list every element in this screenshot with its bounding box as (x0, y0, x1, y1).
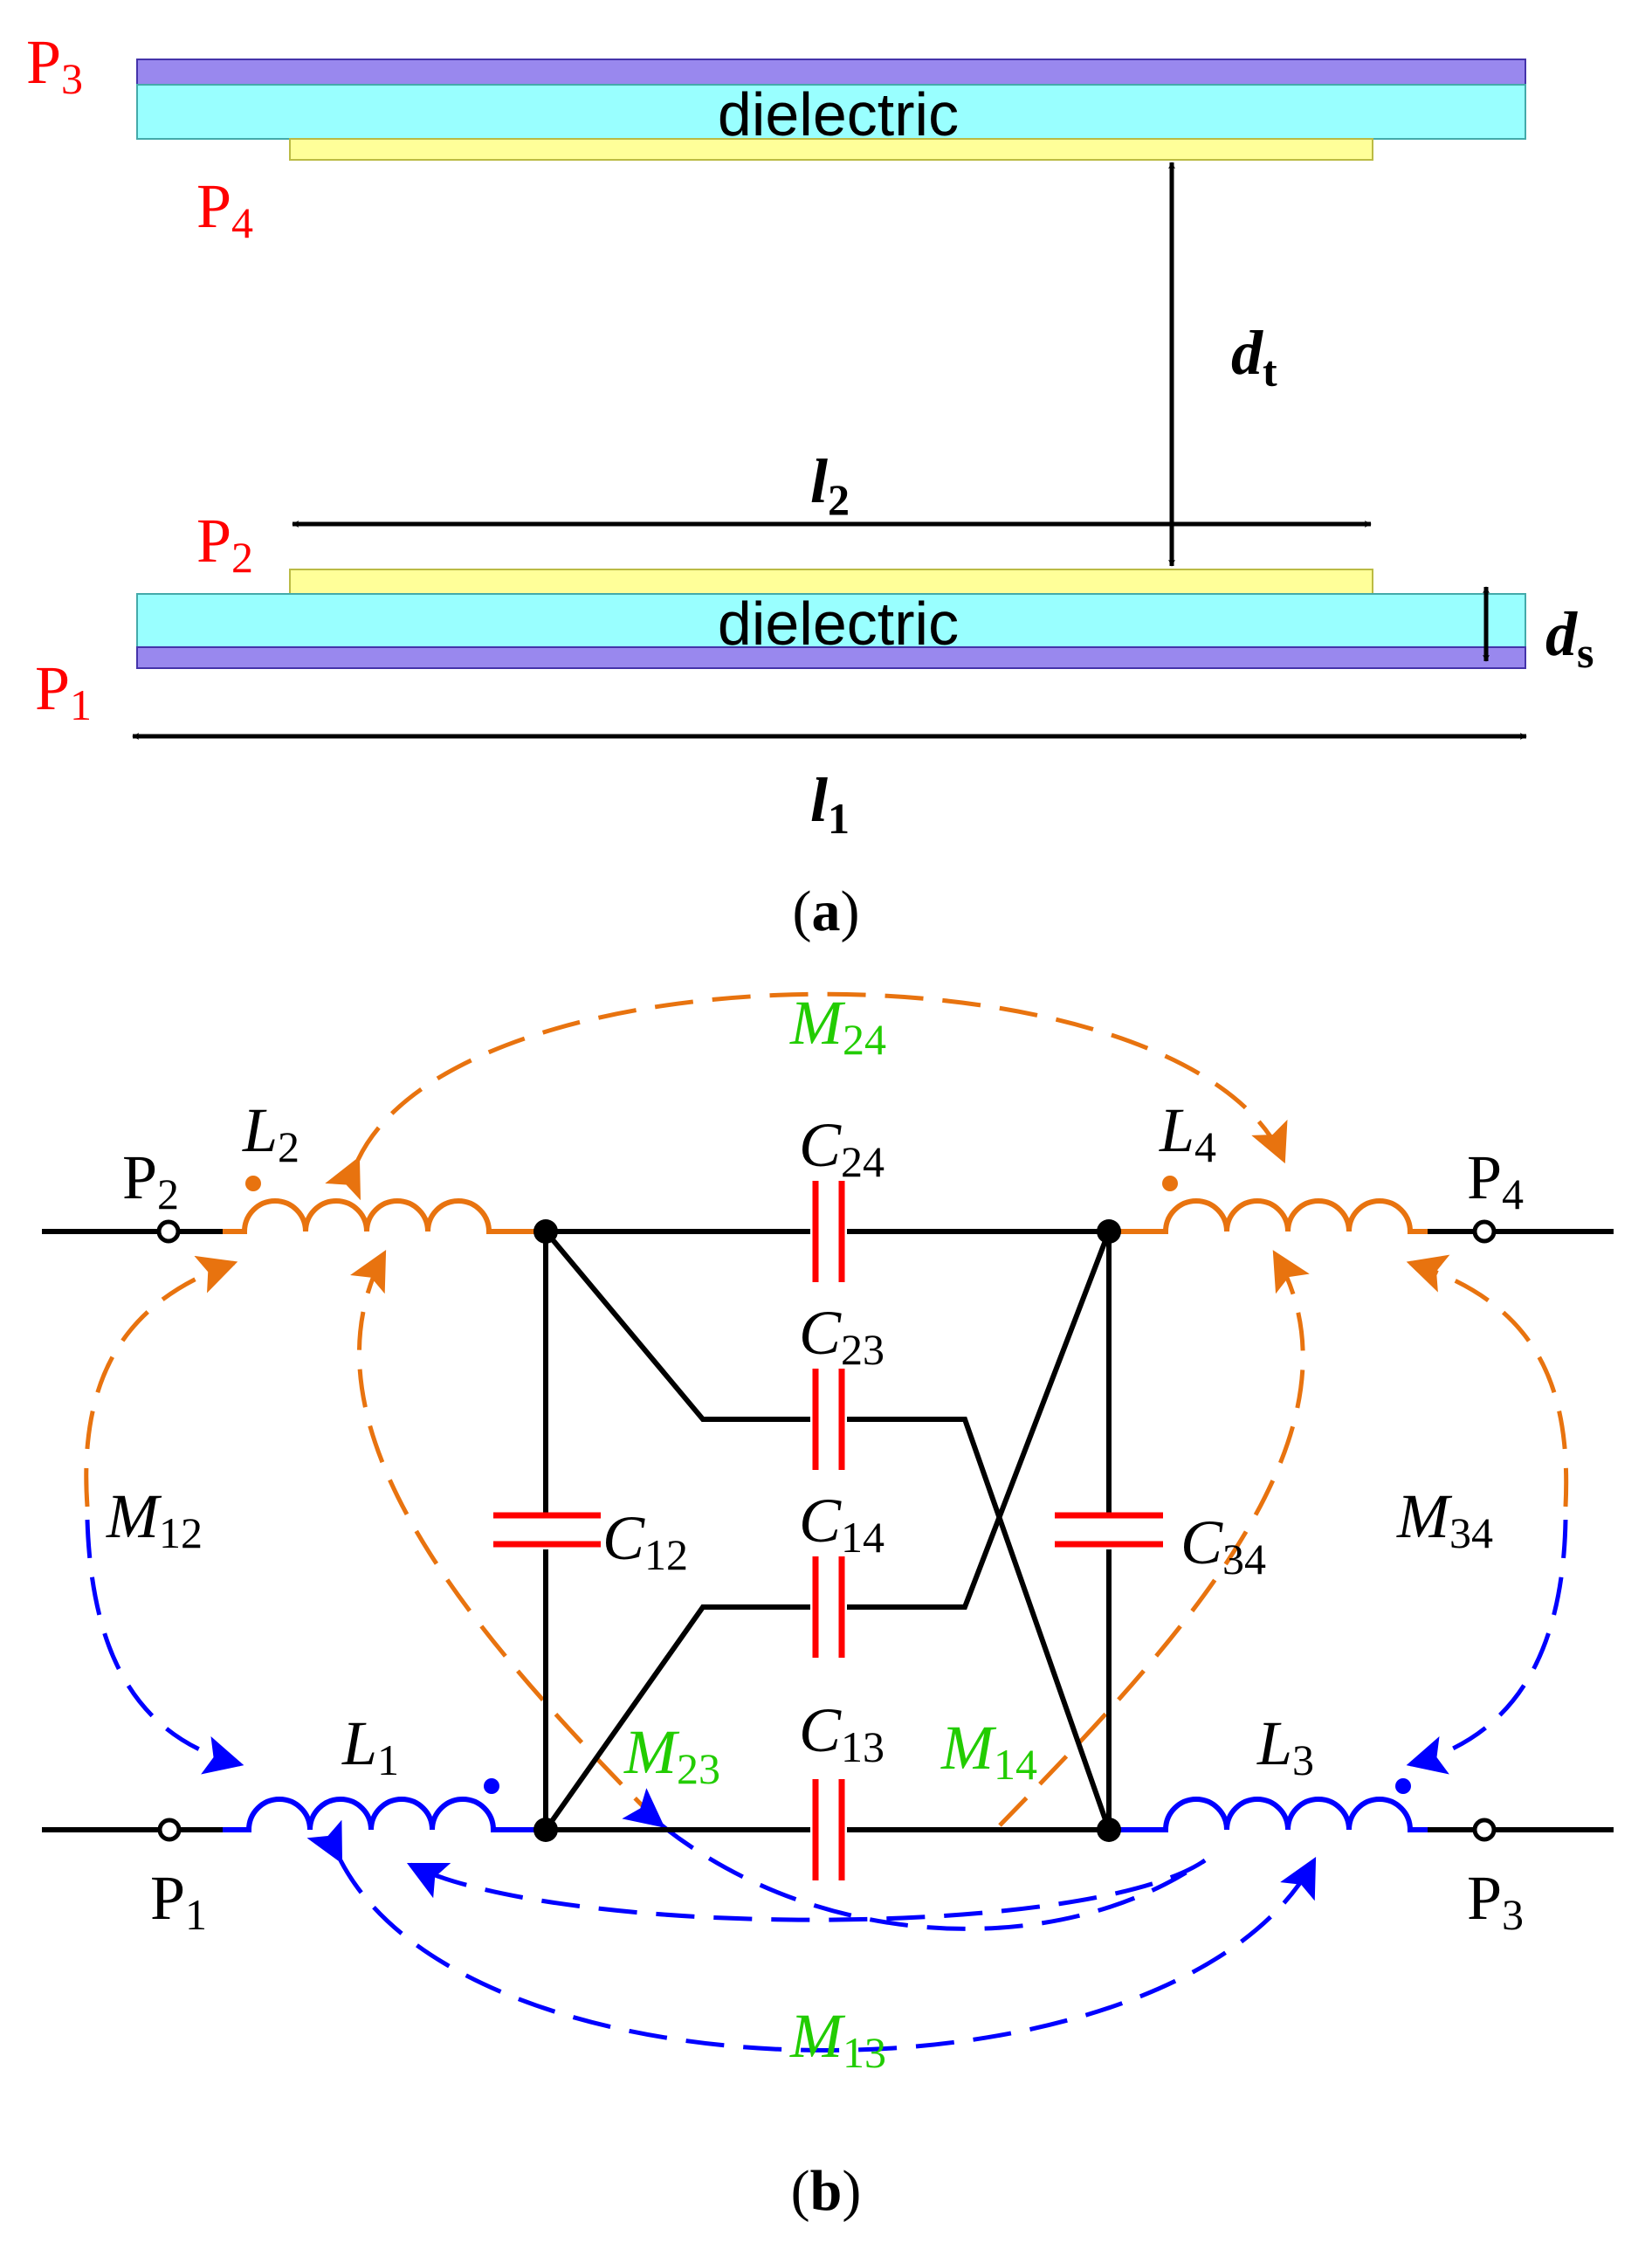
node-top-left (533, 1219, 558, 1244)
arc-m23-blue (406, 1858, 1207, 1922)
dot-l1 (484, 1778, 499, 1794)
inductor-l3 (1109, 1797, 1428, 1832)
label-m34: M34 (1396, 1481, 1493, 1557)
arc-m13 (306, 1819, 1317, 2052)
arc-m12-upper (84, 1255, 238, 1507)
bottom-metal-layer (136, 646, 1526, 669)
port-label-p4-a: P4 (196, 171, 253, 247)
top-metal-layer (136, 59, 1526, 86)
arc-m23-orange (350, 1250, 664, 1827)
capacitor-c24 (810, 1181, 847, 1282)
port-label-p2-b: P2 (122, 1142, 179, 1218)
inductor-l1 (223, 1797, 546, 1832)
port-label-p3-b: P3 (1467, 1863, 1524, 1939)
dim-l2-label: l2 (810, 446, 850, 524)
dim-ds-label: ds (1545, 599, 1593, 677)
panel-b: P2 P4 P1 P3 L2 L4 L1 L3 C24 C23 C14 C13 … (42, 988, 1614, 2223)
dim-l1-label: l1 (810, 765, 850, 843)
node-bot-left (533, 1818, 558, 1842)
label-c14: C14 (799, 1486, 885, 1562)
panel-a: dielectric dielectric P3 P4 P2 P1 dt l2 … (26, 27, 1593, 943)
node-bot-right (1097, 1818, 1121, 1842)
label-c12: C12 (602, 1503, 688, 1579)
top-dielectric-label: dielectric (718, 80, 959, 148)
caption-b: (b) (791, 2159, 862, 2223)
node-top-right (1097, 1219, 1121, 1244)
label-l2: L2 (242, 1095, 299, 1171)
bottom-inner-metal (289, 569, 1373, 597)
label-m23: M23 (623, 1717, 720, 1793)
arc-m14-orange (998, 1250, 1310, 1827)
label-l4: L4 (1159, 1095, 1216, 1171)
label-m13: M13 (789, 2001, 886, 2077)
capacitor-c23 (810, 1369, 847, 1470)
label-l1: L1 (341, 1708, 399, 1784)
dot-l4 (1162, 1176, 1178, 1191)
port-label-p1-b: P1 (150, 1863, 207, 1939)
capacitor-c12 (493, 1512, 601, 1549)
label-c24: C24 (799, 1110, 885, 1186)
caption-a: (a) (793, 880, 860, 943)
port-label-p3-a: P3 (26, 27, 83, 103)
terminal-p2 (156, 1219, 181, 1244)
arc-m14-blue (622, 1788, 1207, 1931)
terminal-p1 (157, 1818, 182, 1842)
label-m14: M14 (940, 1713, 1037, 1789)
terminal-p3 (1472, 1818, 1497, 1842)
dot-l3 (1395, 1778, 1411, 1794)
label-l3: L3 (1256, 1708, 1314, 1784)
label-c23: C23 (799, 1298, 885, 1374)
inductor-l4 (1109, 1198, 1428, 1234)
port-label-p4-b: P4 (1467, 1142, 1524, 1218)
label-c34: C34 (1180, 1507, 1266, 1583)
dim-dt-label: dt (1231, 318, 1277, 396)
capacitor-c34 (1055, 1512, 1163, 1549)
inductor-l2 (223, 1198, 546, 1234)
arc-m34-upper (1406, 1254, 1569, 1507)
label-c13: C13 (799, 1695, 885, 1771)
label-m12: M12 (106, 1481, 203, 1557)
capacitor-c14 (810, 1556, 847, 1658)
bottom-dielectric-label: dielectric (718, 590, 959, 658)
top-inner-metal (289, 138, 1373, 161)
top-dielectric (136, 84, 1526, 140)
port-label-p1-a: P1 (35, 653, 92, 729)
terminal-p4 (1472, 1219, 1497, 1244)
arc-m24 (325, 991, 1288, 1201)
label-m24: M24 (789, 988, 886, 1064)
dot-l2 (245, 1176, 261, 1191)
capacitor-c13 (810, 1779, 847, 1880)
port-label-p2-a: P2 (196, 506, 253, 582)
